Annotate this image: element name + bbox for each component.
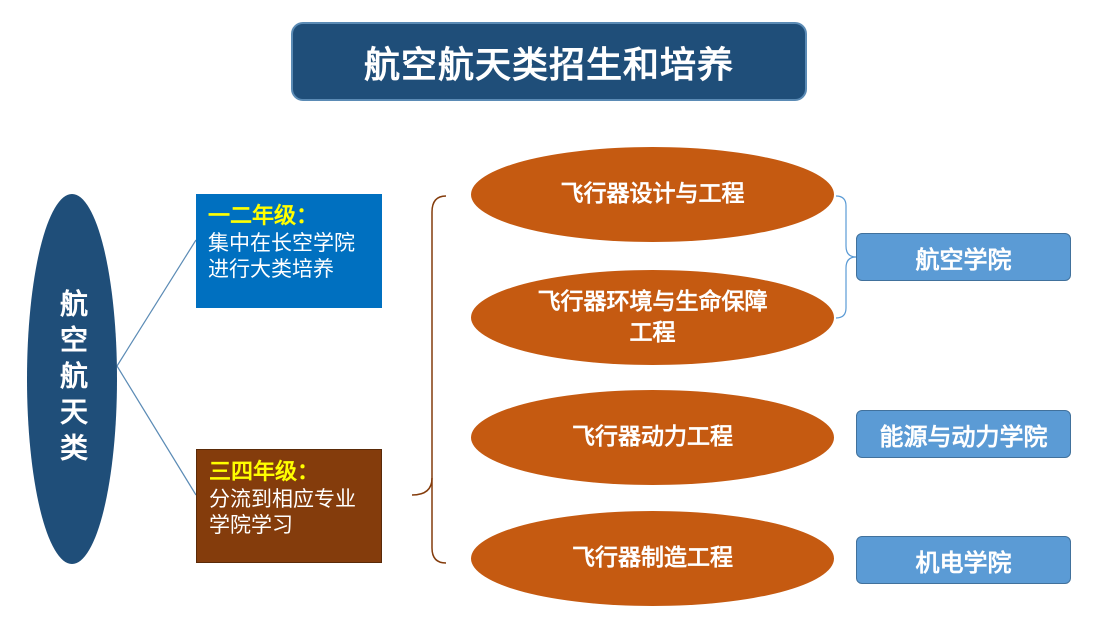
grade-line: 集中在长空学院: [208, 231, 355, 255]
major-aircraft-power: 飞行器动力工程: [471, 390, 834, 485]
grade-box-year3-4: 三四年级： 分流到相应专业 学院学习: [196, 449, 382, 563]
page-title-text: 航空航天类招生和培养: [363, 44, 734, 86]
major-label: 飞行器动力工程: [572, 424, 733, 450]
grade-line: 学院学习: [209, 513, 293, 537]
college-label: 航空学院: [915, 245, 1012, 274]
major-label: 飞行器制造工程: [572, 545, 733, 571]
grade-line: 分流到相应专业: [209, 487, 356, 511]
major-label: 飞行器环境与生命保障工程: [537, 288, 768, 346]
category-ellipse: 航空航天类: [27, 194, 117, 564]
major-label: 飞行器设计与工程: [560, 181, 745, 207]
grade-line: 进行大类培养: [208, 257, 334, 281]
college-mechatronics: 机电学院: [856, 536, 1071, 584]
college-label: 能源与动力学院: [879, 422, 1048, 451]
page-title: 航空航天类招生和培养: [291, 22, 807, 101]
bracket-lower: [431, 478, 447, 564]
grade-heading: 三四年级：: [209, 460, 320, 485]
bracket-aviation-college: [835, 195, 857, 319]
major-aircraft-environment: 飞行器环境与生命保障工程: [471, 270, 834, 365]
connector-to-grade1: [116, 239, 197, 367]
connector-to-grade2: [116, 365, 197, 496]
major-aircraft-manufacturing: 飞行器制造工程: [471, 511, 834, 606]
college-energy-power: 能源与动力学院: [856, 410, 1071, 458]
major-aircraft-design: 飞行器设计与工程: [471, 147, 834, 242]
grade-box-year1-2: 一二年级： 集中在长空学院 进行大类培养: [196, 194, 382, 308]
college-aviation: 航空学院: [856, 233, 1071, 281]
category-label: 航空航天类: [56, 289, 89, 469]
grade-heading: 一二年级：: [208, 204, 319, 229]
bracket-upper: [411, 195, 447, 496]
college-label: 机电学院: [915, 548, 1012, 577]
